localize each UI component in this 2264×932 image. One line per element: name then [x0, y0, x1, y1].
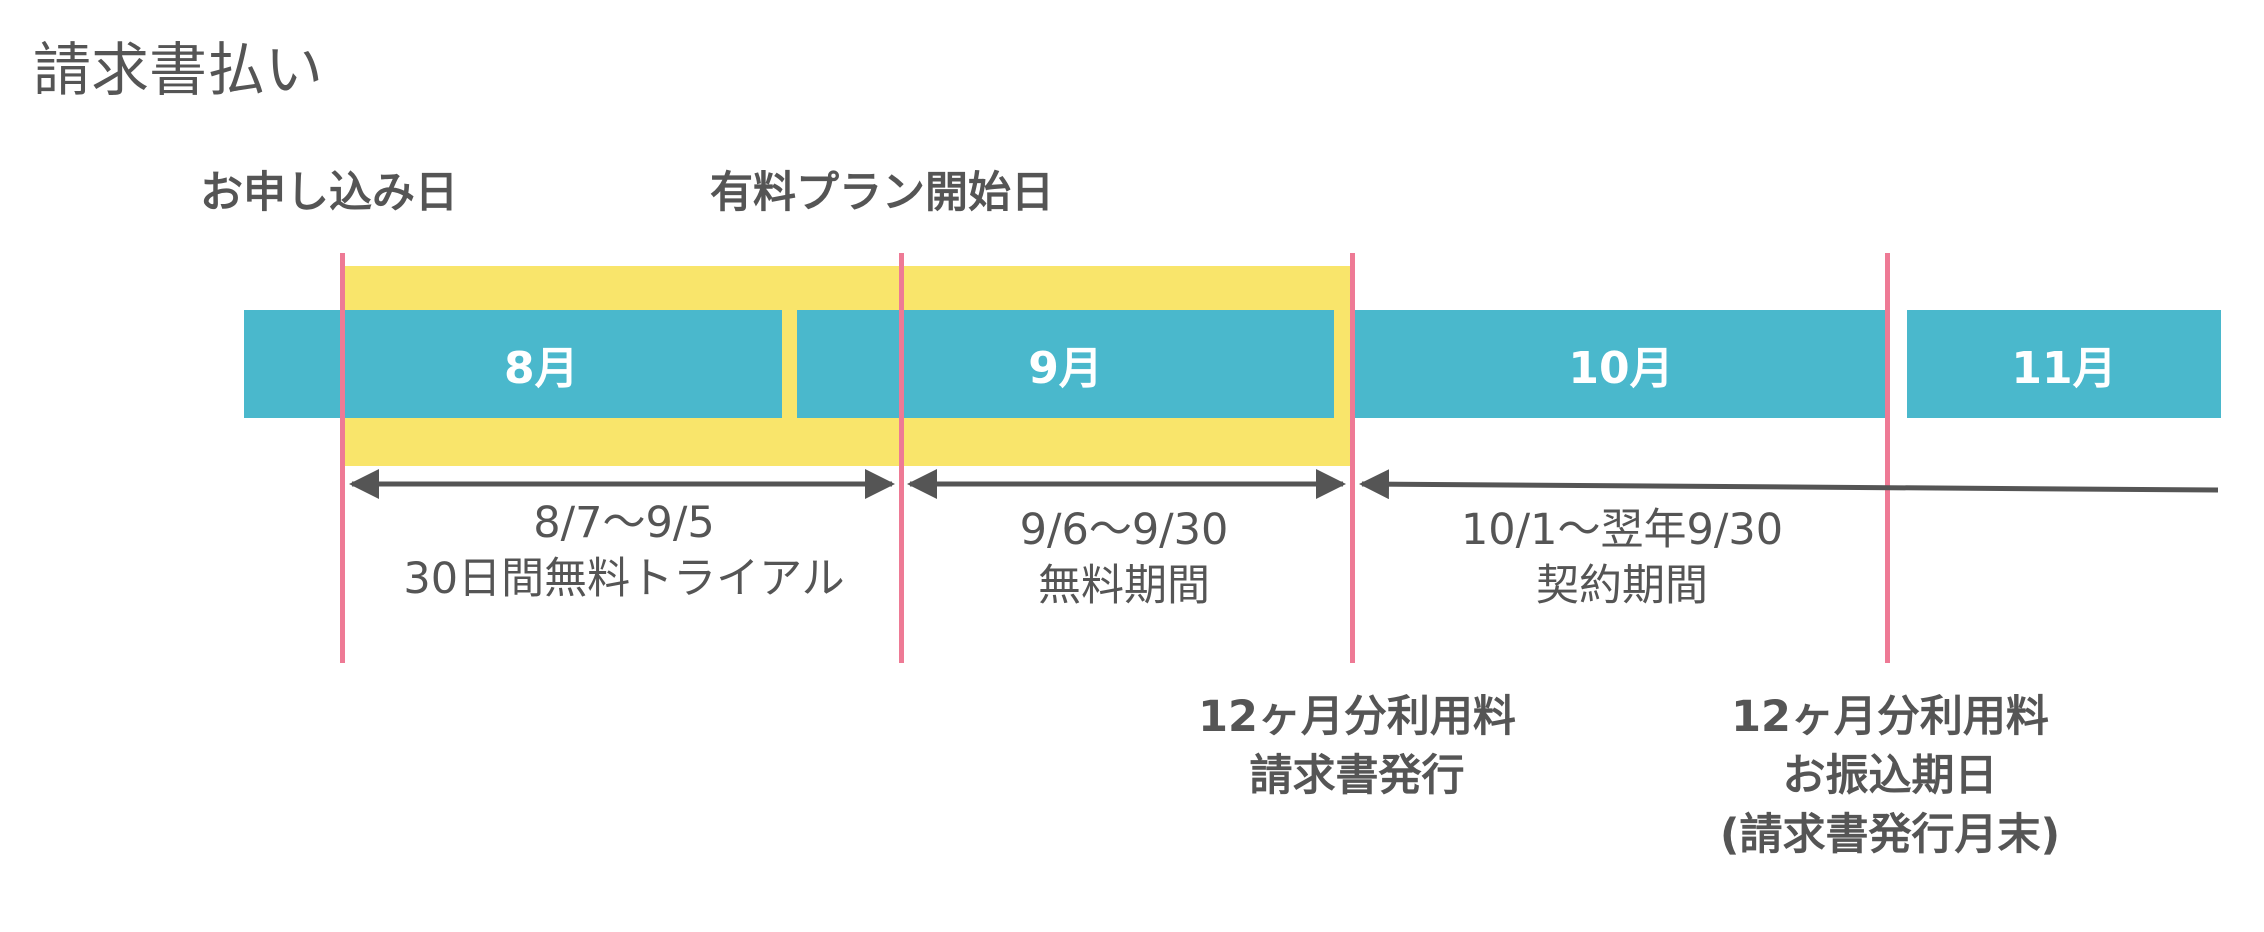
event-line: 請求書発行 — [1249, 750, 1465, 801]
month-bar-august: 8月 — [244, 310, 782, 418]
period-name: 契約期間 — [1536, 560, 1708, 611]
marker-line-payment-due — [1885, 253, 1890, 663]
month-bar-november: 11月 — [1907, 310, 2221, 418]
label-application-date: お申し込み日 — [200, 168, 458, 218]
arrow-contract — [1359, 469, 2219, 500]
marker-line-invoice — [1350, 253, 1355, 663]
marker-line-paid-start — [899, 253, 904, 663]
month-label: 9月 — [1028, 343, 1103, 394]
event-invoice-issue: 12ヶ月分利用料 請求書発行 — [1198, 688, 1516, 806]
marker-line-application — [340, 253, 345, 663]
period-dates: 10/1〜翌年9/30 — [1460, 505, 1784, 555]
event-payment-due: 12ヶ月分利用料 お振込期日 (請求書発行月末) — [1720, 688, 2060, 865]
label-paid-plan-start: 有料プラン開始日 — [710, 168, 1054, 218]
month-label: 11月 — [2011, 343, 2117, 394]
event-line: 12ヶ月分利用料 — [1731, 692, 2049, 742]
month-bar-october: 10月 — [1352, 310, 1890, 418]
period-name: 30日間無料トライアル — [403, 553, 845, 604]
period-dates: 8/7〜9/5 — [533, 498, 715, 548]
event-line: お振込期日 — [1782, 750, 1998, 801]
month-bar-september: 9月 — [797, 310, 1334, 418]
month-label: 8月 — [504, 343, 579, 394]
page-title: 請求書払い — [33, 36, 324, 104]
period-free: 9/6〜9/30 無料期間 — [1020, 503, 1229, 615]
period-contract: 10/1〜翌年9/30 契約期間 — [1461, 503, 1783, 615]
month-label: 10月 — [1568, 343, 1674, 394]
event-line: (請求書発行月末) — [1719, 809, 2061, 860]
period-dates: 9/6〜9/30 — [1019, 505, 1229, 555]
period-trial: 8/7〜9/5 30日間無料トライアル — [403, 496, 844, 608]
event-line: 12ヶ月分利用料 — [1198, 692, 1516, 742]
period-name: 無料期間 — [1037, 560, 1210, 611]
